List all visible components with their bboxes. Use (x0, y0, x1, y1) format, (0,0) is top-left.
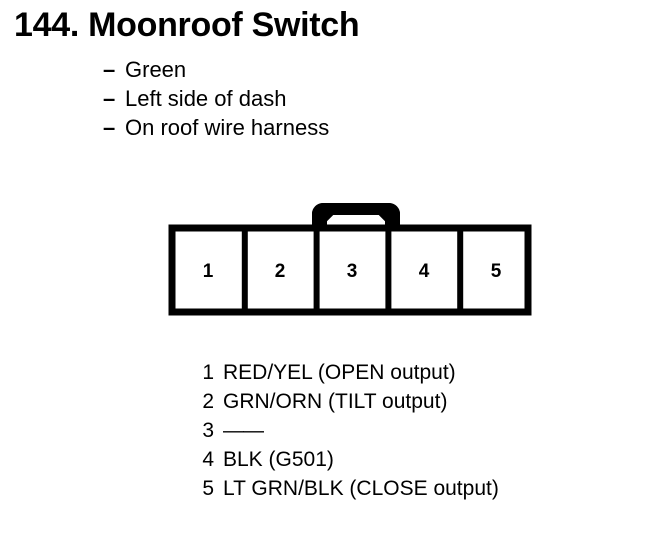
legend-row: 5 LT GRN/BLK (CLOSE output) (190, 478, 499, 507)
connector-body (168, 224, 532, 316)
legend-pin-number: 5 (202, 477, 214, 500)
legend-row: 3 —— (190, 420, 499, 449)
legend-pin-description: —— (223, 419, 264, 442)
legend-pin-description: RED/YEL (OPEN output) (223, 361, 456, 384)
legend-pin-description: LT GRN/BLK (CLOSE output) (223, 477, 499, 500)
legend-pin-number: 4 (202, 448, 214, 471)
legend-pin-description: GRN/ORN (TILT output) (223, 390, 448, 413)
connector-svg: 1 2 3 4 5 (168, 203, 532, 316)
cavity-label-2: 2 (275, 261, 286, 282)
legend-pin-number: 2 (202, 390, 214, 413)
list-item: – On roof wire harness (103, 117, 329, 146)
cavity-label-3: 3 (347, 261, 358, 282)
note-text: On roof wire harness (125, 115, 330, 140)
cavity-label-4: 4 (419, 261, 430, 282)
legend-row: 2 GRN/ORN (TILT output) (190, 391, 499, 420)
legend-row: 4 BLK (G501) (190, 449, 499, 478)
page-title: 144. Moonroof Switch (14, 6, 360, 44)
notes-list: – Green – Left side of dash – On roof wi… (103, 59, 329, 146)
legend-pin-description: BLK (G501) (223, 448, 334, 471)
list-item: – Green (103, 59, 329, 88)
cavity-label-1: 1 (203, 261, 214, 282)
legend-pin-number: 3 (202, 419, 214, 442)
cavity-label-5: 5 (491, 261, 502, 282)
en-dash-icon: – (103, 115, 116, 140)
legend-row: 1 RED/YEL (OPEN output) (190, 362, 499, 391)
note-text: Green (125, 57, 187, 82)
note-text: Left side of dash (125, 86, 287, 111)
connector-diagram: 1 2 3 4 5 (160, 190, 540, 320)
en-dash-icon: – (103, 57, 116, 82)
en-dash-icon: – (103, 86, 116, 111)
pin-legend: 1 RED/YEL (OPEN output) 2 GRN/ORN (TILT … (190, 362, 499, 507)
legend-pin-number: 1 (202, 361, 214, 384)
list-item: – Left side of dash (103, 88, 329, 117)
